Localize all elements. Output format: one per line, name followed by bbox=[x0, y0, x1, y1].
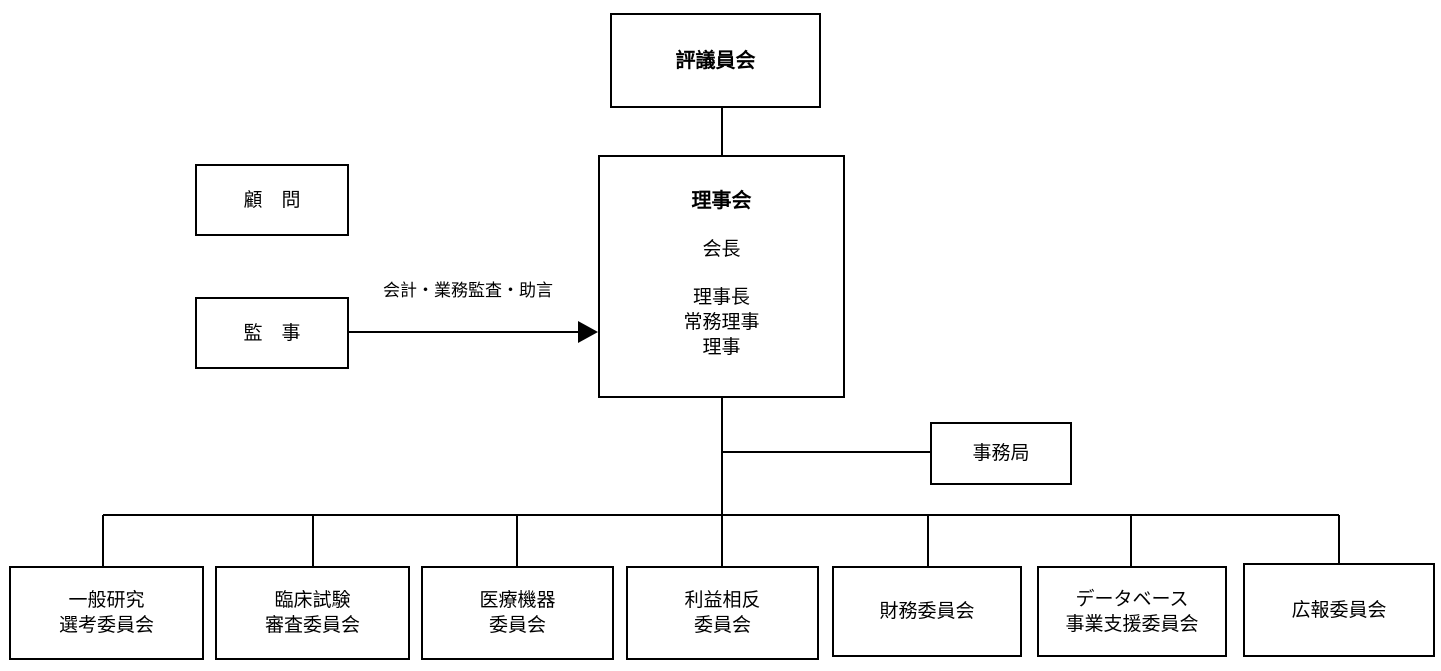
board-members: 理事長 常務理事 理事 bbox=[683, 285, 759, 360]
committee-label-line: データベース bbox=[1075, 587, 1189, 610]
committee-box: 広報委員会 bbox=[1243, 563, 1435, 657]
board-member: 常務理事 bbox=[683, 311, 760, 333]
board-member: 理事 bbox=[702, 336, 741, 358]
council-of-councilors-label: 評議員会 bbox=[675, 48, 756, 72]
committee-box: 一般研究 選考委員会 bbox=[9, 566, 204, 660]
committee-box: データベース 事業支援委員会 bbox=[1037, 566, 1227, 657]
committee-label-line: 事業支援委員会 bbox=[1065, 612, 1199, 635]
committee-label-line: 利益相反 bbox=[684, 589, 761, 611]
committee-label-line: 医療機器 bbox=[479, 589, 556, 611]
auditor-label: 監 事 bbox=[243, 321, 301, 344]
committee-label-line: 委員会 bbox=[693, 614, 751, 636]
committee-box: 臨床試験 審査委員会 bbox=[215, 566, 410, 660]
board-of-directors-box: 理事会 会長 理事長 常務理事 理事 bbox=[598, 155, 845, 398]
committee-label-line: 一般研究 bbox=[68, 589, 145, 611]
advisor-label: 顧 問 bbox=[243, 188, 301, 211]
board-member: 理事長 bbox=[692, 286, 750, 308]
secretariat-box: 事務局 bbox=[930, 422, 1072, 485]
committee-label-line: 財務委員会 bbox=[879, 600, 975, 622]
auditor-box: 監 事 bbox=[195, 297, 349, 369]
committee-box: 財務委員会 bbox=[832, 566, 1022, 657]
secretariat-label: 事務局 bbox=[972, 442, 1030, 464]
board-chair: 会長 bbox=[702, 238, 741, 260]
committee-label-line: 委員会 bbox=[488, 614, 546, 636]
audit-arrowhead bbox=[578, 321, 598, 343]
committee-label-line: 臨床試験 bbox=[274, 589, 351, 611]
committee-label-line: 審査委員会 bbox=[264, 614, 360, 636]
advisor-box: 顧 問 bbox=[195, 164, 349, 236]
board-title: 理事会 bbox=[691, 188, 752, 212]
council-of-councilors-box: 評議員会 bbox=[610, 13, 821, 108]
audit-arrow-label: 会計・業務監査・助言 bbox=[383, 281, 553, 301]
committee-box: 医療機器 委員会 bbox=[421, 566, 614, 660]
committee-box: 利益相反 委員会 bbox=[626, 566, 819, 660]
committee-label-line: 選考委員会 bbox=[58, 614, 154, 636]
committee-label-line: 広報委員会 bbox=[1291, 598, 1387, 621]
